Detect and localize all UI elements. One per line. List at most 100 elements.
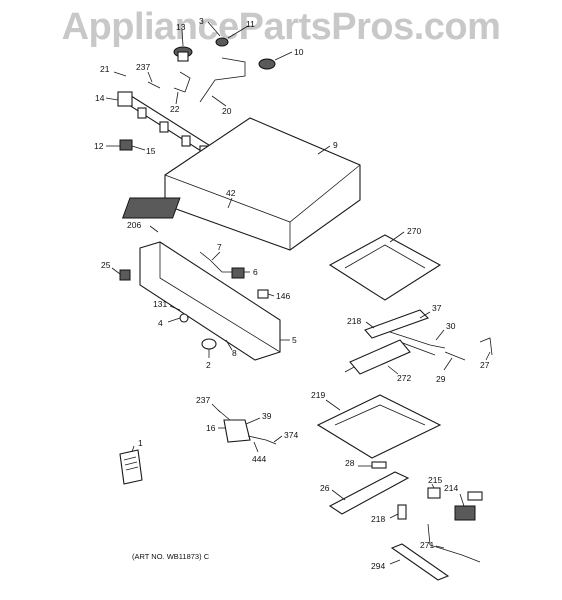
svg-text:1: 1	[138, 438, 143, 448]
svg-text:11: 11	[246, 19, 255, 29]
svg-text:21: 21	[100, 64, 110, 74]
callout-146: 146	[267, 291, 290, 301]
svg-text:12: 12	[94, 141, 104, 151]
callout-39: 39	[245, 411, 272, 425]
callout-26: 26	[320, 483, 346, 501]
svg-text:15: 15	[146, 146, 156, 156]
svg-text:28: 28	[345, 458, 355, 468]
callout-131: 131	[153, 299, 181, 311]
part-215-bracket	[427, 487, 441, 499]
svg-text:206: 206	[127, 220, 141, 230]
part-26-burner	[328, 471, 410, 515]
callout-29: 29	[436, 357, 453, 384]
callout-8: 8	[225, 339, 237, 358]
part-39-regulator	[217, 409, 267, 443]
callout-25: 25	[101, 260, 121, 275]
part-270-panel	[328, 234, 442, 301]
callout-42: 42	[226, 188, 236, 209]
part-28-electrode	[371, 461, 387, 469]
part-214-valve	[454, 491, 483, 521]
svg-text:2: 2	[206, 360, 211, 370]
part-27-tube	[479, 337, 493, 356]
part-29-orifice	[444, 351, 466, 361]
part-22-tube	[173, 71, 191, 93]
part-237-fitting	[147, 81, 161, 89]
svg-text:237: 237	[196, 395, 210, 405]
part-271-tube	[427, 523, 481, 563]
svg-text:8: 8	[232, 348, 237, 358]
callout-16: 16	[206, 423, 226, 433]
svg-text:14: 14	[95, 93, 105, 103]
part-5-manifold-panel	[139, 241, 281, 361]
svg-text:215: 215	[428, 475, 442, 485]
callout-444: 444	[252, 441, 266, 464]
callout-237-lower: 237	[196, 395, 221, 413]
svg-text:214: 214	[444, 483, 458, 493]
svg-text:4: 4	[158, 318, 163, 328]
svg-text:6: 6	[253, 267, 258, 277]
svg-text:29: 29	[436, 374, 446, 384]
part-1-literature	[119, 449, 143, 485]
callout-20: 20	[211, 95, 232, 116]
svg-text:42: 42	[226, 188, 236, 198]
svg-text:131: 131	[153, 299, 167, 309]
part-218-igniter	[397, 504, 407, 520]
callout-1: 1	[131, 438, 143, 453]
part-11-cap	[215, 37, 229, 47]
svg-text:27: 27	[480, 360, 490, 370]
svg-text:294: 294	[371, 561, 385, 571]
callout-30: 30	[435, 321, 456, 341]
part-146-part	[257, 289, 269, 299]
callout-27: 27	[480, 351, 491, 370]
part-218-burner	[364, 309, 430, 339]
svg-text:218: 218	[347, 316, 361, 326]
callout-12: 12	[94, 141, 120, 151]
callout-237-top: 237	[136, 62, 153, 83]
part-4-knob-stem	[179, 313, 189, 323]
part-9-top-pan	[121, 117, 361, 251]
watermark-logo: AppliancePartsPros.com	[61, 6, 501, 48]
part-219-panel	[316, 394, 442, 459]
part-13-burner-head	[173, 46, 193, 62]
svg-text:272: 272	[397, 373, 411, 383]
svg-text:22: 22	[170, 104, 180, 114]
svg-text:237: 237	[136, 62, 150, 72]
svg-text:37: 37	[432, 303, 442, 313]
callout-2: 2	[206, 349, 211, 370]
callout-270: 270	[389, 226, 421, 243]
svg-text:271: 271	[420, 540, 434, 550]
callout-214: 214	[444, 483, 465, 507]
part-2-knob	[201, 338, 217, 350]
callout-272: 272	[387, 365, 411, 383]
svg-text:270: 270	[407, 226, 421, 236]
svg-text:39: 39	[262, 411, 272, 421]
callout-6: 6	[244, 267, 258, 277]
callout-5: 5	[280, 335, 297, 345]
callout-271: 271	[420, 540, 445, 550]
callout-218-lower: 218	[371, 513, 399, 524]
callout-4: 4	[158, 317, 181, 328]
svg-text:219: 219	[311, 390, 325, 400]
callout-28: 28	[345, 458, 372, 468]
svg-text:444: 444	[252, 454, 266, 464]
svg-text:374: 374	[284, 430, 298, 440]
callout-10: 10	[274, 47, 304, 61]
part-20-tube	[199, 57, 246, 103]
callout-9: 9	[317, 140, 338, 155]
callout-13: 13	[176, 22, 186, 47]
part-12-15-bracket	[119, 139, 133, 151]
callout-206: 206	[127, 220, 159, 233]
svg-text:9: 9	[333, 140, 338, 150]
svg-text:3: 3	[199, 16, 204, 26]
callout-15: 15	[131, 145, 156, 156]
svg-text:146: 146	[276, 291, 290, 301]
svg-text:26: 26	[320, 483, 330, 493]
callout-219: 219	[311, 390, 341, 411]
svg-text:13: 13	[176, 22, 186, 32]
svg-text:20: 20	[222, 106, 232, 116]
callout-7: 7	[211, 242, 222, 261]
callout-21: 21	[100, 64, 127, 77]
svg-text:25: 25	[101, 260, 111, 270]
callout-218-upper: 218	[347, 316, 375, 329]
